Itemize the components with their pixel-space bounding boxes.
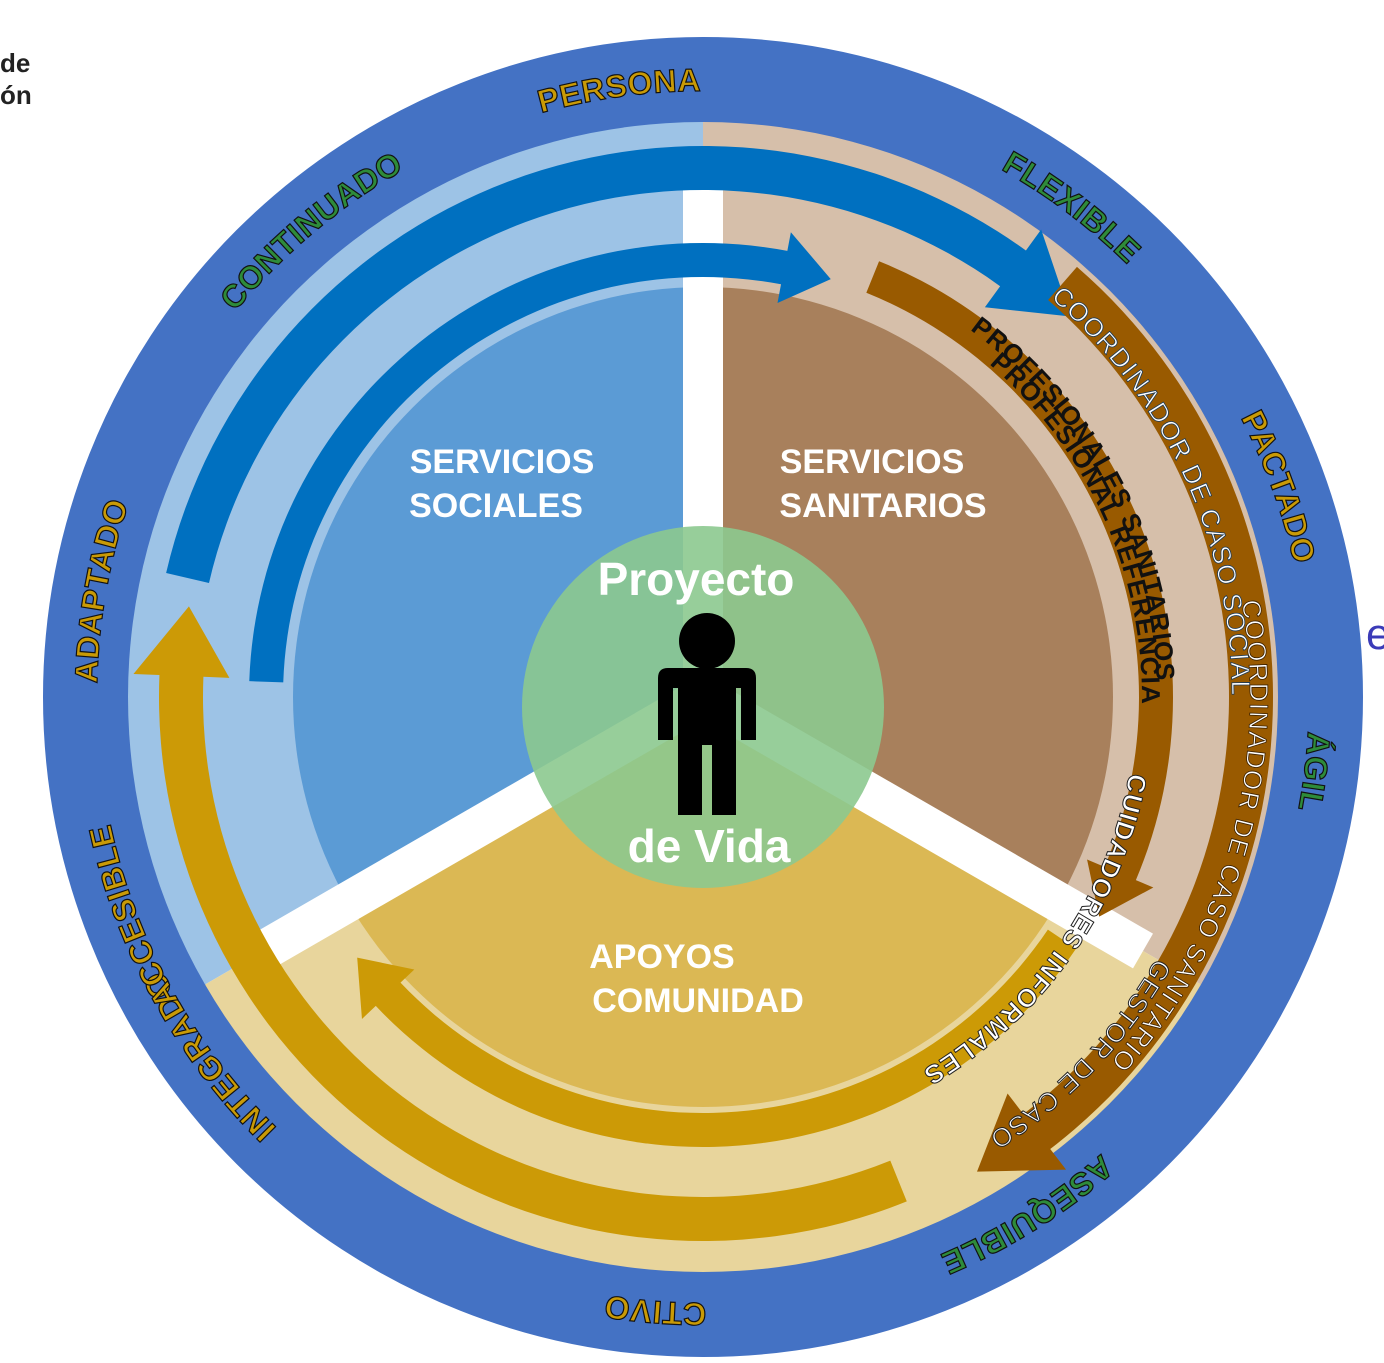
gestor-de-caso-arrow xyxy=(133,606,907,1241)
person-icon xyxy=(658,613,756,815)
partial-text-edge: e xyxy=(1366,610,1384,659)
health-title-line-1: SERVICIOS xyxy=(780,443,965,481)
cuidadores-informales-arrow xyxy=(357,929,1077,1147)
profesional-referencia-arrow xyxy=(249,232,831,683)
partial-text-on: ón xyxy=(0,80,32,110)
social-title-line-1: SERVICIOS xyxy=(410,443,595,481)
social-title-line-2: SOCIALES xyxy=(409,487,583,525)
health-title-line-2: SANITARIOS xyxy=(779,487,986,525)
partial-text-de: de xyxy=(0,48,31,78)
person-body xyxy=(658,668,756,815)
person-head xyxy=(679,613,735,669)
outer-ring xyxy=(43,37,1363,1357)
outer-ring-band xyxy=(43,37,1363,1357)
center-line-1: Proyecto xyxy=(598,553,795,605)
community-title-line-1: APOYOS xyxy=(589,938,734,976)
coordinador-caso-social-arrow xyxy=(166,145,1071,583)
community-title-line-2: COMUNIDAD xyxy=(592,982,804,1020)
coordinador-caso-sanitario-arrow xyxy=(977,266,1274,1172)
profesionales-sanitarios-arrow xyxy=(866,261,1173,917)
center-line-2: de Vida xyxy=(628,820,791,872)
